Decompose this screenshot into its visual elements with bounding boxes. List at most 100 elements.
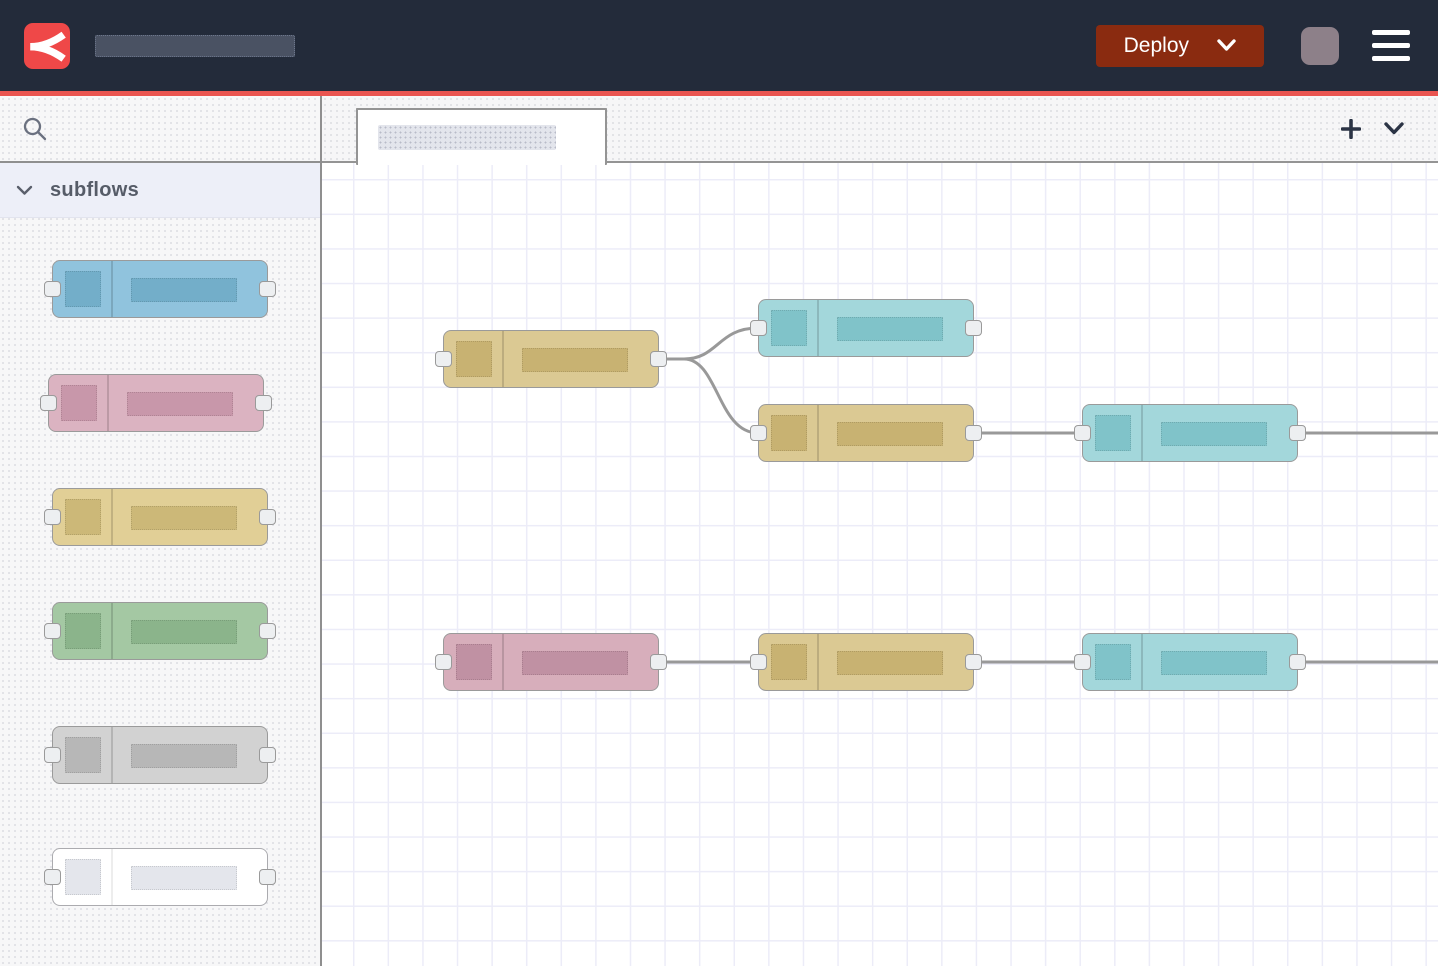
subflow-node-green[interactable]	[44, 602, 276, 660]
chevron-down-icon	[1384, 122, 1404, 135]
node-divider	[111, 727, 113, 783]
node-output-port[interactable]	[259, 623, 276, 639]
node-input-port[interactable]	[40, 395, 57, 411]
node-divider	[1141, 634, 1143, 690]
node-output-port[interactable]	[259, 747, 276, 763]
wires-layer	[659, 326, 1438, 664]
node-output-port[interactable]	[965, 654, 982, 670]
palette-search[interactable]	[0, 96, 320, 163]
node-input-port[interactable]	[44, 869, 61, 885]
deploy-button[interactable]: Deploy	[1095, 24, 1264, 67]
node-icon	[771, 310, 807, 346]
flow-node-2[interactable]	[750, 299, 982, 357]
node-output-port[interactable]	[1289, 425, 1306, 441]
node-input-port[interactable]	[750, 320, 767, 336]
node-icon	[61, 385, 97, 421]
node-output-port[interactable]	[1289, 654, 1306, 670]
node-icon	[771, 415, 807, 451]
node-red-logo-icon[interactable]	[24, 22, 70, 69]
node-label-skeleton	[1161, 422, 1267, 446]
node-label-skeleton	[131, 278, 237, 302]
hamburger-icon	[1372, 43, 1410, 48]
main-area: subflows	[0, 96, 1438, 966]
node-input-port[interactable]	[1074, 654, 1091, 670]
palette-sidebar: subflows	[0, 96, 322, 966]
node-label-skeleton	[127, 392, 233, 416]
node-input-port[interactable]	[1074, 425, 1091, 441]
flow-node-4[interactable]	[1074, 404, 1306, 462]
subflow-node-blue[interactable]	[44, 260, 276, 318]
flow-node-3[interactable]	[750, 404, 982, 462]
node-label-skeleton	[522, 651, 628, 675]
chevron-down-icon	[16, 185, 33, 195]
flow-node-7[interactable]	[1074, 633, 1306, 691]
node-icon	[65, 499, 101, 535]
node-input-port[interactable]	[435, 351, 452, 367]
node-icon	[65, 737, 101, 773]
node-input-port[interactable]	[44, 623, 61, 639]
search-icon	[23, 117, 47, 140]
node-input-port[interactable]	[44, 509, 61, 525]
node-icon	[456, 644, 492, 680]
hamburger-icon	[1372, 56, 1410, 61]
wire[interactable]	[659, 326, 759, 361]
node-divider	[107, 375, 109, 431]
node-icon	[65, 859, 101, 895]
node-icon	[771, 644, 807, 680]
node-divider	[817, 300, 819, 356]
workspace	[322, 96, 1438, 966]
node-label-skeleton	[837, 422, 943, 446]
node-divider	[1141, 405, 1143, 461]
node-label-skeleton	[131, 506, 237, 530]
node-icon	[65, 271, 101, 307]
flow-node-5[interactable]	[435, 633, 667, 691]
subflow-node-yellow[interactable]	[44, 488, 276, 546]
node-label-skeleton	[1161, 651, 1267, 675]
node-output-port[interactable]	[259, 869, 276, 885]
node-input-port[interactable]	[44, 747, 61, 763]
node-output-port[interactable]	[259, 281, 276, 297]
workspace-tabbar	[322, 96, 1438, 165]
node-label-skeleton	[131, 620, 237, 644]
subflow-node-white[interactable]	[44, 848, 276, 906]
node-input-port[interactable]	[750, 425, 767, 441]
flow-canvas[interactable]	[322, 163, 1438, 966]
node-output-port[interactable]	[965, 320, 982, 336]
flow-tab-label-skeleton	[378, 125, 556, 150]
node-icon	[65, 613, 101, 649]
flow-node-6[interactable]	[750, 633, 982, 691]
chevron-down-icon	[1217, 39, 1236, 51]
node-divider	[502, 331, 504, 387]
node-output-port[interactable]	[650, 351, 667, 367]
palette-node-list	[0, 218, 320, 966]
add-tab-button[interactable]	[1341, 118, 1361, 139]
node-output-port[interactable]	[650, 654, 667, 670]
logo-fork-glyph	[30, 31, 66, 62]
header: Deploy	[0, 0, 1438, 96]
node-input-port[interactable]	[750, 654, 767, 670]
subflow-node-pink[interactable]	[40, 374, 272, 432]
wire[interactable]	[659, 357, 759, 435]
node-divider	[111, 849, 113, 905]
node-divider	[111, 261, 113, 317]
subflow-node-gray[interactable]	[44, 726, 276, 784]
menu-button[interactable]	[1372, 30, 1410, 61]
node-label-skeleton	[131, 866, 237, 890]
node-output-port[interactable]	[255, 395, 272, 411]
sidebar-section-subflows[interactable]: subflows	[0, 163, 320, 218]
node-divider	[817, 634, 819, 690]
user-avatar[interactable]	[1301, 26, 1339, 65]
node-icon	[1095, 644, 1131, 680]
header-title-skeleton	[95, 34, 295, 57]
node-label-skeleton	[131, 744, 237, 768]
node-input-port[interactable]	[44, 281, 61, 297]
node-output-port[interactable]	[259, 509, 276, 525]
flow-tab[interactable]	[356, 108, 607, 165]
node-input-port[interactable]	[435, 654, 452, 670]
flow-node-1[interactable]	[435, 330, 667, 388]
node-divider	[817, 405, 819, 461]
plus-icon	[1341, 118, 1361, 139]
node-output-port[interactable]	[965, 425, 982, 441]
node-icon	[1095, 415, 1131, 451]
tab-list-button[interactable]	[1384, 122, 1404, 135]
